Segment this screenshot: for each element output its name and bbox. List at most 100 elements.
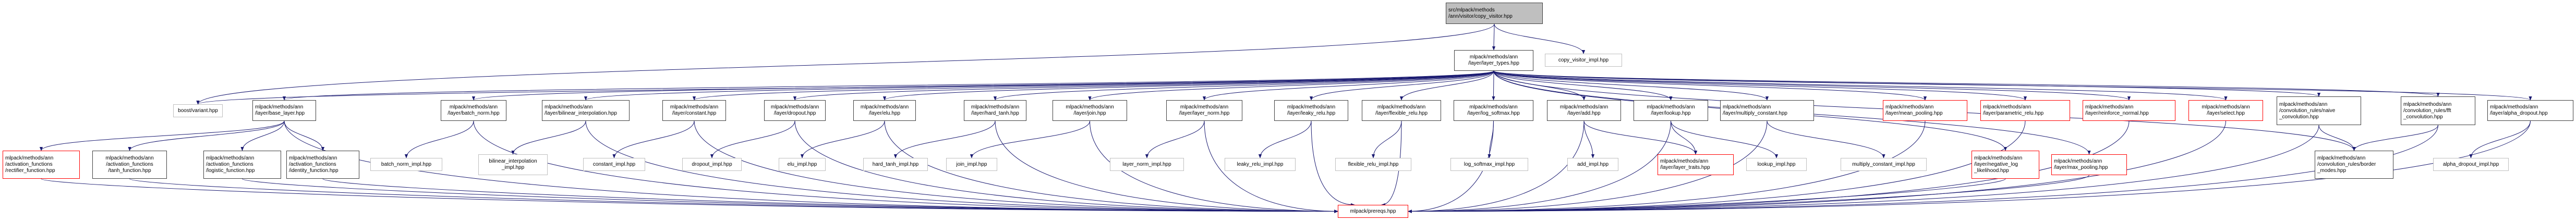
node-layer-types[interactable]: mlpack/methods/ann /layer/layer_types.hp… — [1454, 50, 1533, 71]
edge-fft-convolution-to-border-modes — [2352, 125, 2438, 151]
edge-naive-convolution-to-prereqs — [1408, 125, 2319, 213]
edge-layer-types-to-batch-norm — [472, 70, 1494, 101]
node-dropout[interactable]: mlpack/methods/ann /layer/dropout.hpp — [764, 100, 826, 121]
edge-layer-types-to-mean-pooling — [1493, 70, 1927, 101]
node-layer-norm[interactable]: mlpack/methods/ann /layer/layer_norm.hpp — [1166, 100, 1242, 121]
edge-fft-convolution-to-prereqs — [1408, 125, 2438, 213]
node-dropout-impl[interactable]: dropout_impl.hpp — [682, 158, 742, 171]
edge-base-layer-to-tanh-function — [128, 120, 285, 151]
edge-layer-types-to-bilinear-interpolation — [584, 70, 1494, 101]
node-base-layer[interactable]: mlpack/methods/ann /layer/base_layer.hpp — [252, 100, 316, 121]
node-copy-visitor-impl[interactable]: copy_visitor_impl.hpp — [1545, 54, 1622, 67]
node-tanh-function[interactable]: mlpack/methods/ann /activation_functions… — [92, 151, 167, 179]
node-mean-pooling[interactable]: mlpack/methods/ann /layer/mean_pooling.h… — [1883, 100, 1967, 121]
edge-layer-types-to-leaky-relu — [1309, 70, 1494, 101]
node-copy-visitor[interactable]: src/mlpack/methods /ann/visitor/copy_vis… — [1446, 3, 1543, 24]
edge-add-to-add-impl — [1583, 120, 1595, 158]
node-leaky-relu[interactable]: mlpack/methods/ann /layer/leaky_relu.hpp — [1274, 100, 1348, 121]
node-bilinear-interpolation-impl[interactable]: bilinear_interpolation _impl.hpp — [478, 154, 548, 175]
node-bilinear-interpolation[interactable]: mlpack/methods/ann /layer/bilinear_inter… — [542, 100, 630, 121]
node-alpha-dropout[interactable]: mlpack/methods/ann /layer/alpha_dropout.… — [2487, 100, 2573, 121]
edge-hard-tanh-to-hard-tanh-impl — [893, 120, 996, 158]
edge-layer-norm-to-layer-norm-impl — [1145, 120, 1205, 158]
edge-lookup-to-lookup-impl — [1671, 120, 1779, 158]
node-lookup-impl[interactable]: lookup_impl.hpp — [1746, 158, 1807, 171]
edge-layer-types-to-base-layer — [283, 70, 1494, 101]
edge-elu-to-elu-impl — [800, 120, 885, 158]
node-negative-log-likelihood[interactable]: mlpack/methods/ann /layer/negative_log _… — [1972, 151, 2039, 179]
edge-constant-to-prereqs — [694, 120, 1338, 213]
edges — [39, 23, 2532, 213]
edge-layer-types-to-constant — [693, 70, 1494, 101]
edge-layer-types-to-dropout — [793, 70, 1494, 101]
node-flexible-relu-impl[interactable]: flexible_relu_impl.hpp — [1335, 158, 1411, 171]
node-fft-convolution[interactable]: mlpack/methods/ann /convolution_rules/ff… — [2401, 96, 2475, 125]
node-layer-norm-impl[interactable]: layer_norm_impl.hpp — [1110, 158, 1184, 171]
node-batch-norm[interactable]: mlpack/methods/ann /layer/batch_norm.hpp — [441, 100, 506, 121]
node-identity-function[interactable]: mlpack/methods/ann /activation_functions… — [286, 151, 359, 179]
node-leaky-relu-impl[interactable]: leaky_relu_impl.hpp — [1225, 158, 1296, 171]
edge-dropout-to-dropout-impl — [710, 120, 795, 158]
node-multiply-constant[interactable]: mlpack/methods/ann /layer/multiply_const… — [1720, 100, 1814, 121]
node-batch-norm-impl[interactable]: batch_norm_impl.hpp — [370, 158, 442, 171]
node-elu-impl[interactable]: elu_impl.hpp — [779, 158, 826, 171]
node-join-impl[interactable]: join_impl.hpp — [946, 158, 997, 171]
node-constant-impl[interactable]: constant_impl.hpp — [583, 158, 645, 171]
edge-layer-types-to-multiply-constant — [1493, 70, 1769, 101]
edge-batch-norm-to-prereqs — [473, 120, 1338, 213]
node-join[interactable]: mlpack/methods/ann /layer/join.hpp — [1053, 100, 1127, 121]
edge-layer-types-to-select — [1493, 70, 2228, 101]
node-reinforce-normal[interactable]: mlpack/methods/ann /layer/reinforce_norm… — [2083, 100, 2175, 121]
edge-bilinear-interpolation-to-bilinear-interpolation-impl — [511, 120, 586, 155]
node-hard-tanh-impl[interactable]: hard_tanh_impl.hpp — [863, 158, 928, 171]
edge-dropout-to-prereqs — [794, 120, 1338, 213]
edge-join-to-join-impl — [970, 120, 1090, 158]
node-naive-convolution[interactable]: mlpack/methods/ann /convolution_rules/na… — [2277, 96, 2361, 125]
edge-negative-log-likelihood-to-prereqs — [1408, 178, 2006, 213]
node-border-modes[interactable]: mlpack/methods/ann /convolution_rules/bo… — [2315, 151, 2393, 179]
node-layer-traits[interactable]: mlpack/methods/ann /layer/layer_traits.h… — [1658, 154, 1734, 175]
edge-flexible-relu-to-prereqs — [1381, 120, 1402, 207]
node-parametric-relu[interactable]: mlpack/methods/ann /layer/parametric_rel… — [1980, 100, 2070, 121]
edge-bilinear-interpolation-to-prereqs — [585, 120, 1338, 213]
node-prereqs[interactable]: mlpack/prereqs.hpp — [1338, 205, 1408, 218]
node-add[interactable]: mlpack/methods/ann /layer/add.hpp — [1547, 100, 1621, 121]
node-logistic-function[interactable]: mlpack/methods/ann /activation_functions… — [203, 151, 281, 179]
node-log-softmax-impl[interactable]: log_softmax_impl.hpp — [1450, 158, 1528, 171]
node-log-softmax[interactable]: mlpack/methods/ann /layer/log_softmax.hp… — [1454, 100, 1533, 121]
node-flexible-relu[interactable]: mlpack/methods/ann /layer/flexible_relu.… — [1362, 100, 1441, 121]
edge-layer-types-to-elu — [883, 70, 1494, 101]
edge-layer-types-to-hard-tanh — [994, 70, 1494, 101]
node-rectifier-function[interactable]: mlpack/methods/ann /activation_functions… — [3, 151, 80, 179]
edge-base-layer-to-logistic-function — [240, 120, 285, 151]
edge-base-layer-to-identity-function — [284, 120, 325, 151]
node-select[interactable]: mlpack/methods/ann /layer/select.hpp — [2188, 100, 2263, 121]
node-add-impl[interactable]: add_impl.hpp — [1567, 158, 1618, 171]
edge-add-to-prereqs — [1408, 120, 1585, 213]
node-hard-tanh[interactable]: mlpack/methods/ann /layer/hard_tanh.hpp — [964, 100, 1026, 121]
edge-root-to-boost-variant — [196, 23, 1495, 105]
node-boost-variant[interactable]: boost/variant.hpp — [173, 104, 223, 117]
edge-log-softmax-to-prereqs — [1408, 120, 1494, 213]
node-constant[interactable]: mlpack/methods/ann /layer/constant.hpp — [662, 100, 726, 121]
node-lookup[interactable]: mlpack/methods/ann /layer/lookup.hpp — [1634, 100, 1708, 121]
edge-rectifier-function-to-prereqs — [41, 178, 1338, 213]
edge-flexible-relu-to-flexible-relu-impl — [1371, 120, 1402, 158]
edge-layer-types-to-reinforce-normal — [1493, 70, 2131, 101]
node-elu[interactable]: mlpack/methods/ann /layer/elu.hpp — [853, 100, 916, 121]
edge-max-pooling-to-prereqs — [1408, 175, 2089, 213]
node-max-pooling[interactable]: mlpack/methods/ann /layer/max_pooling.hp… — [2051, 154, 2127, 175]
edge-layer-types-to-join — [1088, 70, 1494, 101]
edge-identity-function-to-prereqs — [322, 178, 1338, 213]
node-multiply-constant-impl[interactable]: multiply_constant_impl.hpp — [1841, 158, 1927, 171]
node-alpha-dropout-impl[interactable]: alpha_dropout_impl.hpp — [2433, 158, 2509, 171]
edge-constant-to-constant-impl — [612, 120, 695, 158]
edge-root-to-copy-visitor-impl — [1494, 23, 1586, 54]
edge-layer-types-to-naive-convolution — [1493, 70, 2320, 97]
edge-tanh-function-to-prereqs — [129, 178, 1338, 213]
edge-alpha-dropout-to-alpha-dropout-impl — [2469, 120, 2531, 158]
edge-join-to-prereqs — [1090, 120, 1338, 213]
edge-base-layer-to-rectifier-function — [39, 120, 285, 151]
edge-batch-norm-to-batch-norm-impl — [404, 120, 474, 158]
